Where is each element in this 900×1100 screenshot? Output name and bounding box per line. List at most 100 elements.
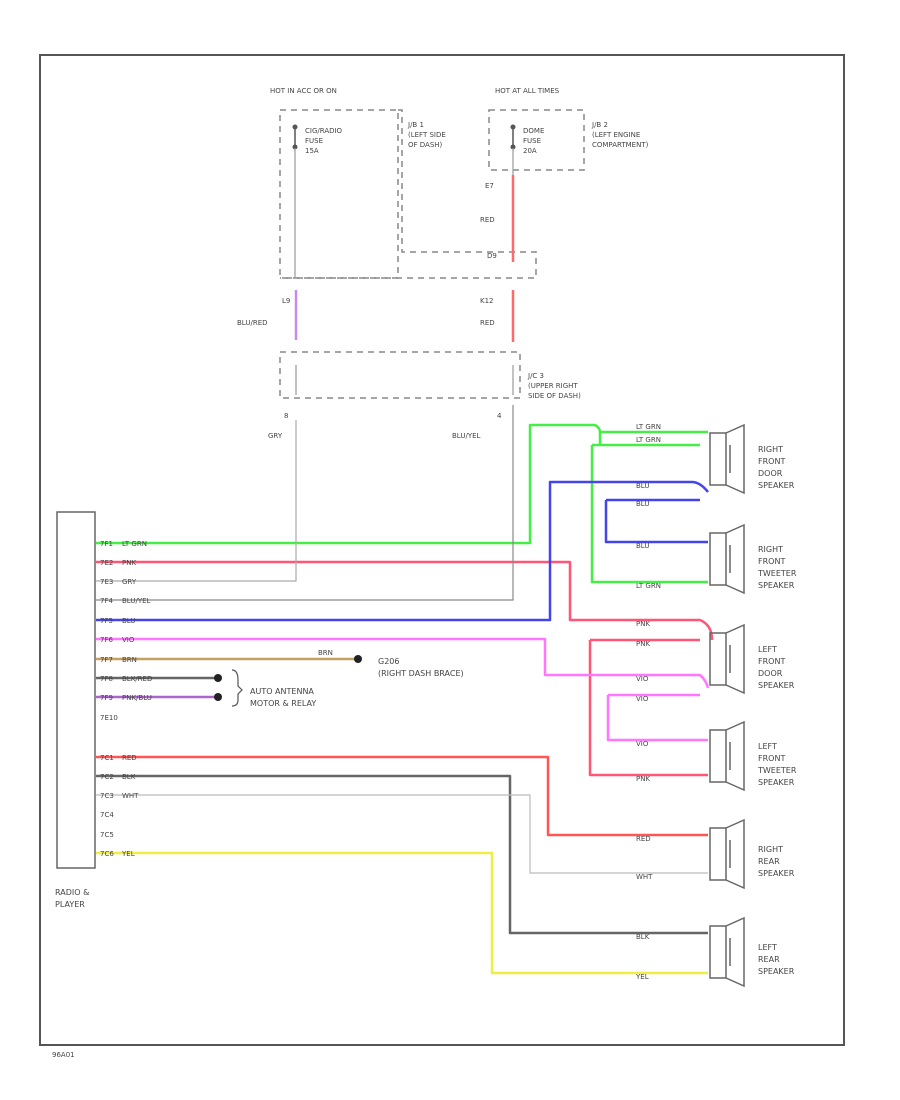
ground-wire-label: BRN [318,649,333,657]
speaker-symbols [709,423,745,988]
wire-label: WHT [636,873,653,881]
pin-e7: E7 [485,182,494,190]
wire-label: VIO [636,695,649,703]
wire-label: RED [636,835,651,843]
pin-label: 7F8 [100,675,113,683]
antenna-bracket [231,669,243,707]
speaker-label: SPEAKER [758,581,795,590]
wire-pnk-tweeter [588,638,708,777]
speaker-label: RIGHT [758,545,783,554]
wire-label: PNK [636,640,650,648]
wire-blu-yel [96,405,514,601]
speaker-label: LEFT [758,742,777,751]
wire-label: BLK [636,933,650,941]
wire-label: BRN [122,656,137,664]
wire-label: BLU [636,482,649,490]
blu-red-wire: BLU/RED [237,319,268,327]
pin-label: 7C4 [100,811,114,819]
pin-label: 7C6 [100,850,114,858]
wire-label: BLU [636,500,649,508]
left-source-label: HOT IN ACC OR ON [270,87,337,95]
fuse-elements [292,124,516,150]
radio-name-line2: PLAYER [55,900,85,909]
pin-label: 7F4 [100,597,113,605]
pin-label: 7C1 [100,754,114,762]
wire-label: VIO [636,675,649,683]
pin-label: 7E2 [100,559,113,567]
pin-d9: D9 [487,252,497,260]
jc-line1: J/C 3 [527,372,544,380]
wire-pnk [96,560,714,641]
speaker-label: REAR [758,857,780,866]
left-jb-line2: (LEFT SIDE [408,131,446,139]
pin-8: 8 [284,412,288,420]
ground-name: G206 [378,657,399,666]
antenna-label-line2: MOTOR & RELAY [250,699,316,708]
speaker-label: SPEAKER [758,681,795,690]
radio-wire-labels: LT GRN PNK GRY BLU/YEL BLU VIO BRN BLK/R… [121,540,152,858]
wire-vio [96,637,710,689]
pin-4: 4 [497,412,502,420]
pin-label: 7E10 [100,714,118,722]
jc-line2: (UPPER RIGHT [528,382,578,390]
wire-label: LT GRN [636,436,661,444]
wire-lt-grn [96,423,708,545]
antenna-label-line1: AUTO ANTENNA [250,687,314,696]
radio-pin-labels: 7F1 7E2 7E3 7F4 7F5 7F6 7F7 7F8 7F9 7E10… [100,540,118,858]
diagram-border [39,54,845,1046]
red-wire-a: RED [480,216,495,224]
terminal-dots [214,655,362,701]
pin-label: 7C2 [100,773,114,781]
speaker-label: FRONT [758,557,785,566]
speaker-labels: RIGHT FRONT DOOR SPEAKER RIGHT FRONT TWE… [757,445,797,976]
speaker-label: DOOR [758,469,783,478]
power-labels: HOT IN ACC OR ON CIG/RADIO FUSE 15A J/B … [237,87,649,440]
wire-blk [96,774,708,935]
blu-yel-wire: BLU/YEL [452,432,481,440]
wire-label: BLU [636,542,649,550]
pin-label: 7E3 [100,578,113,586]
right-fuse-line2: FUSE [523,137,541,145]
speaker-label: REAR [758,955,780,964]
wire-label: LT GRN [636,582,661,590]
wire-label: BLK [122,773,136,781]
wire-label: BLU/YEL [122,597,151,605]
fuse-boxes [279,109,585,399]
wire-label: LT GRN [636,423,661,431]
wire-lt-grn-tweeter [590,432,708,584]
left-jb-line3: OF DASH) [408,141,443,149]
right-jb-line2: (LEFT ENGINE [592,131,640,139]
speaker-label: FRONT [758,754,785,763]
speaker-label: SPEAKER [758,967,795,976]
speaker-label: TWEETER [757,766,797,775]
wire-red [96,755,708,837]
right-jb-line3: COMPARTMENT) [592,141,649,149]
wire-label: BLK/RED [122,675,152,683]
wire-label: GRY [122,578,137,586]
left-jb-line1: J/B 1 [407,121,424,129]
wire-label: PNK [122,559,136,567]
wire-blu-tweeter [604,498,708,544]
pin-label: 7F6 [100,636,113,644]
wire-label: PNK/BLU [122,694,152,702]
speaker-label: SPEAKER [758,869,795,878]
left-fuse-line1: CIG/RADIO [305,127,343,135]
wire-label: WHT [122,792,139,800]
speaker-label: SPEAKER [758,778,795,787]
wire-label: RED [122,754,137,762]
left-fuse-line3: 15A [305,147,319,155]
wire-label: LT GRN [122,540,147,548]
radio-name-line1: RADIO & [55,888,89,897]
pin-label: 7C5 [100,831,114,839]
wire-vio-tweeter [606,693,708,742]
jc-line3: SIDE OF DASH) [528,392,581,400]
gry-wire: GRY [268,432,283,440]
speaker-wire-labels: LT GRN LT GRN BLU BLU BLU LT GRN PNK PNK… [635,423,661,981]
pin-label: 7C3 [100,792,114,800]
speaker-label: RIGHT [758,445,783,454]
speaker-label: LEFT [758,943,777,952]
speaker-label: FRONT [758,657,785,666]
pin-k12: K12 [480,297,494,305]
wire-label: VIO [122,636,135,644]
footer-code: 96A01 [52,1051,75,1059]
